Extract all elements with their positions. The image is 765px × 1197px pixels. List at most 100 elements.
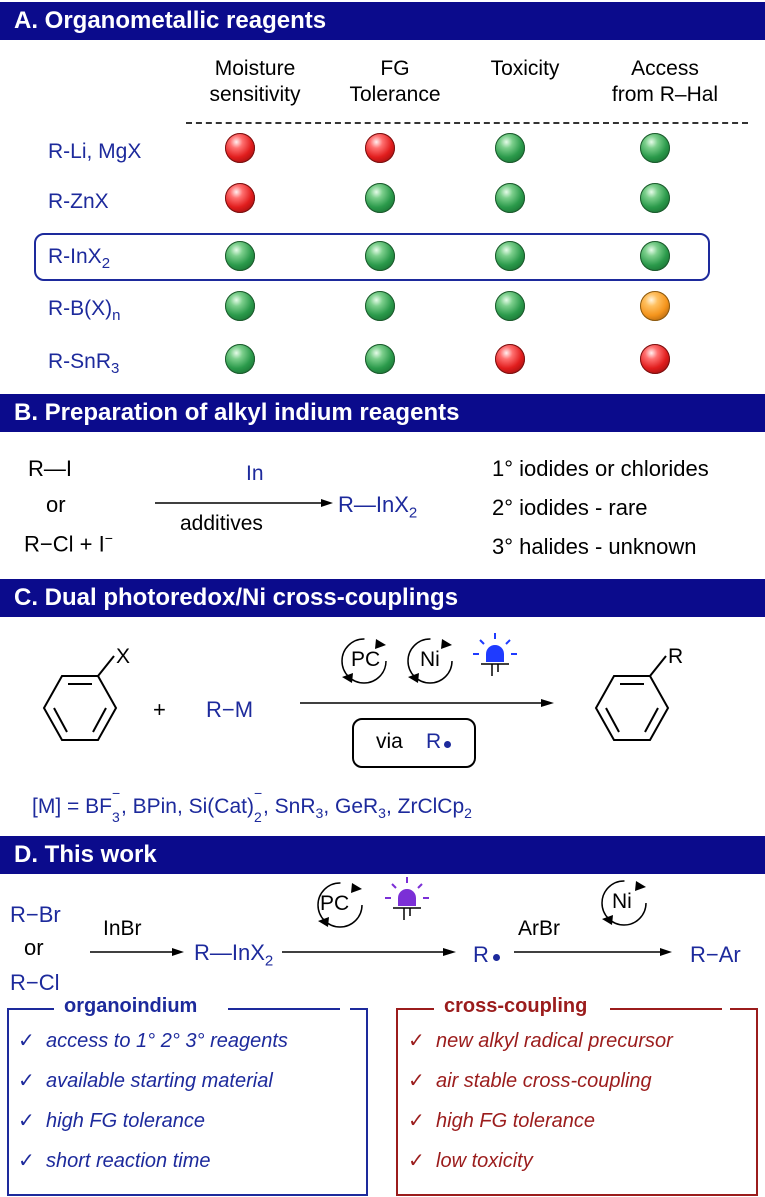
reagent-row-2: R-ZnX xyxy=(48,190,109,214)
reagent-inbr: InBr xyxy=(103,917,142,940)
status-dot-green xyxy=(225,241,255,271)
ni-cycle-d xyxy=(601,880,647,926)
start-alkyl-chloride: R−Cl xyxy=(10,970,60,995)
bf-subscript: 3 xyxy=(111,809,120,825)
note-primary: 1° iodides or chlorides xyxy=(492,456,709,481)
via-radical-box: via R xyxy=(352,718,476,768)
si-subscript: 2 xyxy=(253,809,262,825)
ni-cycle xyxy=(407,638,453,684)
arrow-d2 xyxy=(282,948,456,956)
section-b-title: B. Preparation of alkyl indium reagents xyxy=(14,399,460,426)
status-dot-green xyxy=(225,344,255,374)
radical-dot-d xyxy=(493,954,500,961)
benefit-text: air stable cross-coupling xyxy=(436,1070,652,1092)
reagent-name: R-ZnX xyxy=(48,190,109,213)
column-access-line2: from R–Hal xyxy=(611,83,719,106)
reagent-subscript: 3 xyxy=(111,360,120,378)
arrow-c-head xyxy=(541,699,554,707)
column-access-line1: Access xyxy=(631,57,699,80)
halide-x-label: X xyxy=(116,645,131,668)
catalytic-cycles-c xyxy=(341,633,517,684)
cross-coupling-rule-left xyxy=(420,1008,434,1010)
ni-cycle-d-head xyxy=(635,881,646,891)
zr-subscript: 2 xyxy=(464,805,472,822)
organoindium-rule-left xyxy=(40,1008,54,1010)
or-label-d: or xyxy=(24,935,44,960)
benefit-item: ✓short reaction time xyxy=(18,1148,211,1173)
benefit-item: ✓new alkyl radical precursor xyxy=(408,1028,673,1053)
column-moisture: Moisture sensitivity xyxy=(190,56,320,108)
via-label: via xyxy=(376,730,403,753)
arrow-d1 xyxy=(90,948,184,956)
led-ray xyxy=(479,639,485,645)
highlight-box xyxy=(34,233,710,281)
metal-list-ge: , GeR xyxy=(323,795,379,818)
bf-charge: − xyxy=(111,785,121,801)
product-subscript: 2 xyxy=(408,504,418,522)
check-icon: ✓ xyxy=(408,1110,425,1132)
catalytic-cycle-d1 xyxy=(317,877,429,928)
status-dot-green xyxy=(365,241,395,271)
reagent-indium: In xyxy=(246,462,264,485)
ring-double-bond xyxy=(53,707,68,733)
substituent-bond xyxy=(97,655,115,677)
si-charge: − xyxy=(253,785,263,801)
metal-list-si: , BPin, Si(Cat) xyxy=(120,795,254,818)
benefit-item: ✓ high FG tolerance xyxy=(408,1108,595,1133)
section-a-header: A. Organometallic reagents xyxy=(0,2,765,40)
led-ray-d xyxy=(417,883,423,889)
alkyl-radical: R xyxy=(473,942,489,967)
led-light-icon xyxy=(473,633,517,676)
status-dot-green xyxy=(365,344,395,374)
status-dot-green xyxy=(365,183,395,213)
led-ray-d xyxy=(391,883,397,889)
arrow-d3 xyxy=(514,948,672,956)
status-dot-green xyxy=(495,133,525,163)
product-text: R—InX xyxy=(338,492,409,517)
reagent-row-5: R-SnR3 xyxy=(48,350,119,377)
reagent-name: R-Li, MgX xyxy=(48,140,142,163)
section-c-header: C. Dual photoredox/Ni cross-couplings xyxy=(0,579,765,617)
arrow-b xyxy=(155,499,333,507)
reagent-subscript: 2 xyxy=(101,255,111,273)
cross-coupling-rule-right xyxy=(610,1008,722,1010)
arrow-c xyxy=(300,699,554,707)
pc-cycle-head xyxy=(342,673,353,683)
metal-list-bf: [M] = BF xyxy=(32,795,112,818)
status-dot-orange xyxy=(640,291,670,321)
status-dot-green xyxy=(640,133,670,163)
reactant-alkyl-chloride: R−Cl + I− xyxy=(24,530,113,557)
pc-cycle-d-head xyxy=(351,883,362,893)
reagent-arbr: ArBr xyxy=(518,917,560,940)
ring-double-bond xyxy=(644,707,659,733)
intermediate-subscript: 2 xyxy=(264,952,274,970)
reagent-name: R-SnR xyxy=(48,350,112,373)
organometallic-reagent: R−M xyxy=(206,697,254,722)
status-dot-red xyxy=(640,344,670,374)
benefit-item: ✓high FG tolerance xyxy=(18,1108,205,1133)
section-d-title: D. This work xyxy=(14,841,157,868)
aryl-halide-structure xyxy=(42,655,118,741)
nickel-label: Ni xyxy=(420,648,440,671)
column-fg: FG Tolerance xyxy=(340,56,450,108)
metal-list-zr: , ZrClCp xyxy=(385,795,465,818)
led-ray xyxy=(505,639,511,645)
note-secondary: 2° iodides - rare xyxy=(492,495,648,520)
reagent-additives: additives xyxy=(180,512,263,535)
benefit-text: low toxicity xyxy=(436,1150,533,1172)
header-divider xyxy=(186,122,748,124)
intermediate-alkyl-indium: R—InX2 xyxy=(194,940,273,969)
aryl-product-structure xyxy=(594,655,670,741)
benefit-text: available starting material xyxy=(46,1070,273,1092)
benefit-text: high FG tolerance xyxy=(436,1110,595,1132)
ni-cycle-d-head xyxy=(602,915,613,925)
reagent-subscript: n xyxy=(112,307,121,325)
organoindium-rule-right xyxy=(228,1008,340,1010)
reagent-row-4: R-B(X)n xyxy=(48,297,121,324)
purple-led-icon xyxy=(385,877,429,920)
pc-cycle xyxy=(341,638,387,684)
section-a-title: A. Organometallic reagents xyxy=(14,7,327,34)
plus-sign: + xyxy=(153,697,166,722)
status-dot-green xyxy=(365,291,395,321)
status-dot-green xyxy=(495,183,525,213)
